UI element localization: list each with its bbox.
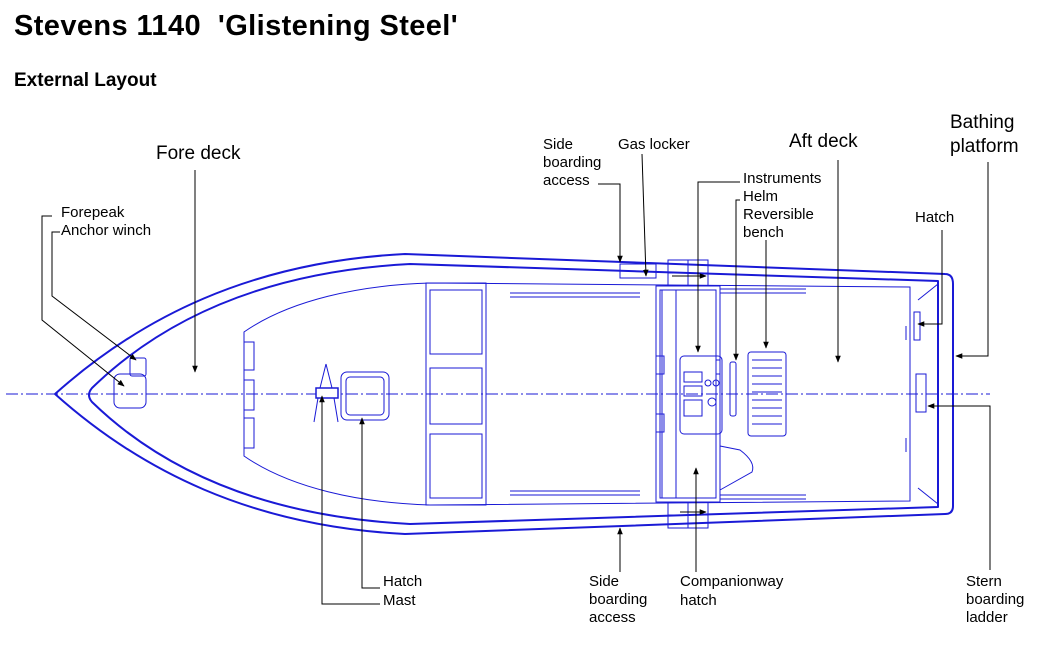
label-side-boarding-bottom-line1: Side (589, 573, 619, 590)
mast (313, 363, 339, 423)
label-reversible-bench-line2: bench (743, 224, 784, 241)
companionway-hatch-shape (719, 445, 754, 491)
label-aft-deck: Aft deck (789, 131, 858, 152)
label-side-boarding-bottom-line2: boarding (589, 591, 647, 608)
label-anchor-winch: Anchor winch (61, 222, 151, 239)
hull-outline (54, 253, 954, 535)
label-hatch-stern: Hatch (915, 209, 954, 226)
label-fore-deck: Fore deck (156, 143, 241, 164)
label-gas-locker: Gas locker (618, 136, 690, 153)
label-instruments: Instruments (743, 170, 821, 187)
helm-console (679, 355, 737, 435)
page-subtitle: External Layout (14, 70, 157, 91)
leader-lines (41, 153, 991, 605)
stern-hatch-ladder (913, 311, 927, 413)
label-companionway-line2: hatch (680, 592, 717, 609)
label-side-boarding-top-line2: boarding (543, 154, 601, 171)
label-bathing-platform-line2: platform (950, 136, 1019, 157)
fore-hatch (340, 371, 390, 421)
label-forepeak: Forepeak (61, 204, 125, 221)
cabin-top (425, 282, 640, 506)
label-hatch-fore: Hatch (383, 573, 422, 590)
label-reversible-bench-line1: Reversible (743, 206, 814, 223)
label-stern-ladder-line3: ladder (966, 609, 1008, 626)
page-title: Stevens 1140 'Glistening Steel' (14, 10, 459, 42)
label-side-boarding-top-line3: access (543, 172, 590, 189)
reversible-bench (747, 351, 787, 437)
label-stern-ladder-line1: Stern (966, 573, 1002, 590)
label-helm: Helm (743, 188, 778, 205)
side-boarding-gates (619, 259, 709, 529)
label-side-boarding-bottom-line3: access (589, 609, 636, 626)
label-mast: Mast (383, 592, 416, 609)
label-bathing-platform-line1: Bathing (950, 112, 1014, 133)
label-stern-ladder-line2: boarding (966, 591, 1024, 608)
label-side-boarding-top-line1: Side (543, 136, 573, 153)
fore-deck-fittings (113, 341, 255, 449)
label-companionway-line1: Companionway (680, 573, 784, 590)
aft-deck-rails (720, 288, 907, 500)
